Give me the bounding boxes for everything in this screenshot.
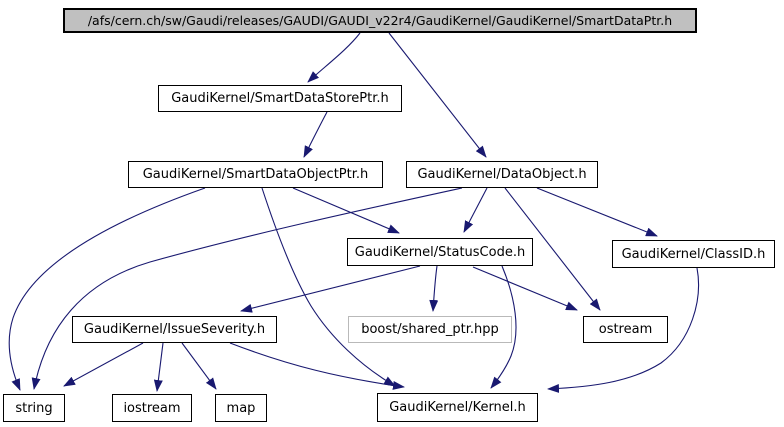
- edge-statuscode-issueseverity: [240, 265, 421, 313]
- edge-smartdataptr-dataobject: [388, 32, 487, 158]
- edge-statuscode-kernel: [490, 265, 517, 389]
- node-smartdataobjectptr[interactable]: GaudiKernel/SmartDataObjectPtr.h: [128, 161, 383, 188]
- edge-dataobject-classid: [536, 187, 658, 237]
- edge-smartdataobjectptr-statuscode: [292, 187, 400, 234]
- node-issueseverity[interactable]: GaudiKernel/IssueSeverity.h: [72, 316, 277, 343]
- node-boost-shared-ptr: boost/shared_ptr.hpp: [348, 316, 512, 343]
- edge-issueseverity-iostream: [153, 342, 164, 392]
- edge-smartdataobjectptr-kernel: [261, 187, 396, 387]
- edge-dataobject-statuscode: [463, 187, 488, 233]
- node-map: map: [215, 394, 267, 422]
- node-ostream: ostream: [583, 316, 668, 343]
- node-iostream: iostream: [112, 394, 192, 422]
- edge-statuscode-ostream: [472, 266, 578, 311]
- edge-issueseverity-string: [63, 342, 144, 387]
- edge-classid-kernel: [547, 267, 700, 393]
- edge-smartdataptr-smartdatastoreptr: [307, 32, 361, 83]
- node-smartdataptr: /afs/cern.ch/sw/Gaudi/releases/GAUDI/GAU…: [63, 8, 697, 33]
- edge-issueseverity-map: [181, 342, 217, 390]
- edge-smartdatastoreptr-smartdataobjectptr: [303, 111, 328, 158]
- edge-dataobject-ostream: [504, 187, 601, 311]
- node-smartdatastoreptr[interactable]: GaudiKernel/SmartDataStorePtr.h: [158, 85, 402, 112]
- edge-dataobject-string: [31, 187, 463, 390]
- node-dataobject[interactable]: GaudiKernel/DataObject.h: [406, 161, 598, 188]
- node-string: string: [3, 394, 65, 422]
- node-classid[interactable]: GaudiKernel/ClassID.h: [612, 240, 775, 268]
- node-statuscode[interactable]: GaudiKernel/StatusCode.h: [347, 238, 533, 266]
- edge-smartdataobjectptr-string: [8, 187, 206, 391]
- edge-statuscode-boost: [429, 265, 439, 312]
- edge-issueseverity-kernel: [229, 342, 405, 390]
- node-kernel[interactable]: GaudiKernel/Kernel.h: [377, 393, 538, 422]
